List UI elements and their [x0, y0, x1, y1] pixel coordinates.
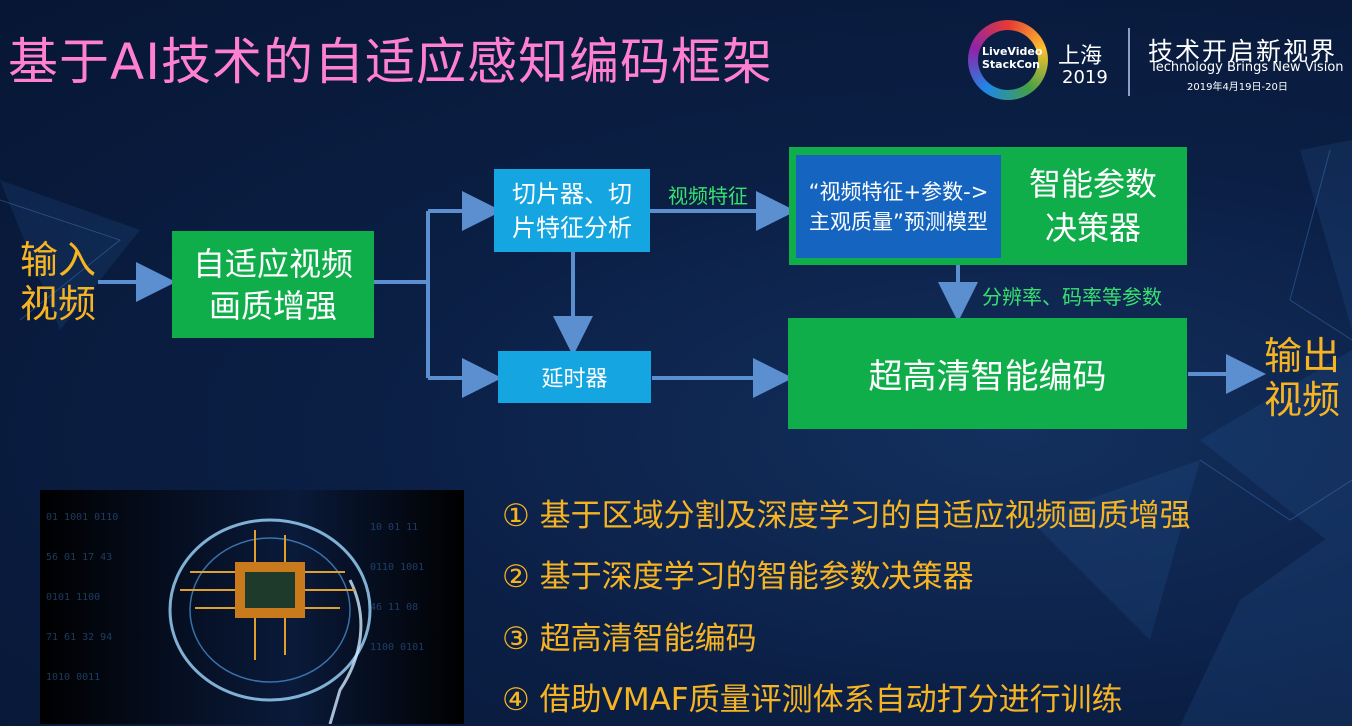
logo-text: LiveVideo StackCon [982, 45, 1043, 71]
ai-head-chip-image: 01 1001 0110 56 01 17 43 0101 1100 71 61… [40, 490, 464, 724]
svg-text:46 11 08: 46 11 08 [370, 602, 418, 613]
header-dates: 2019年4月19日-20日 [1187, 82, 1288, 93]
edge-label-params: 分辨率、码率等参数 [982, 285, 1162, 309]
list-item-1: ① 基于区域分割及深度学习的自适应视频画质增强 [502, 498, 1191, 534]
svg-text:71 61 32 94: 71 61 32 94 [46, 632, 112, 643]
page-title: 基于AI技术的自适应感知编码框架 [8, 33, 773, 91]
ai-head-chip-icon: 01 1001 0110 56 01 17 43 0101 1100 71 61… [46, 512, 424, 724]
delay-box: 延时器 [498, 351, 651, 403]
header-year: 2019 [1062, 67, 1108, 88]
svg-text:10 01 11: 10 01 11 [370, 522, 418, 533]
svg-text:1100 0101: 1100 0101 [370, 642, 424, 653]
header-slogan: 技术开启新视界 [1148, 37, 1338, 66]
video-enhance-box: 自适应视频画质增强 [172, 231, 374, 338]
svg-text:0101 1100: 0101 1100 [46, 592, 100, 603]
encoder-box: 超高清智能编码 [788, 318, 1187, 429]
header-divider [1128, 28, 1130, 96]
input-video-label: 输入视频 [19, 238, 96, 326]
decision-label: 智能参数决策器 [1028, 165, 1157, 247]
list-item-3: ③ 超高清智能编码 [502, 621, 757, 657]
output-video-label: 输出视频 [1263, 334, 1340, 422]
list-item-2: ② 基于深度学习的智能参数决策器 [502, 559, 974, 595]
svg-text:56 01 17 43: 56 01 17 43 [46, 552, 112, 563]
quality-model-box: “视频特征+参数->主观质量”预测模型 [796, 155, 1001, 258]
header-slogan-en: Technology Brings New Vision [1150, 60, 1344, 75]
svg-text:01 1001 0110: 01 1001 0110 [46, 512, 118, 523]
edge-label-video-feature: 视频特征 [668, 184, 748, 208]
svg-text:1010 0011: 1010 0011 [46, 672, 100, 683]
svg-text:0110 1001: 0110 1001 [370, 562, 424, 573]
slicer-box: 切片器、切片特征分析 [494, 169, 650, 252]
logo-center [978, 30, 1038, 90]
header-city: 上海 [1058, 44, 1103, 69]
list-item-4: ④ 借助VMAF质量评测体系自动打分进行训练 [502, 682, 1123, 718]
